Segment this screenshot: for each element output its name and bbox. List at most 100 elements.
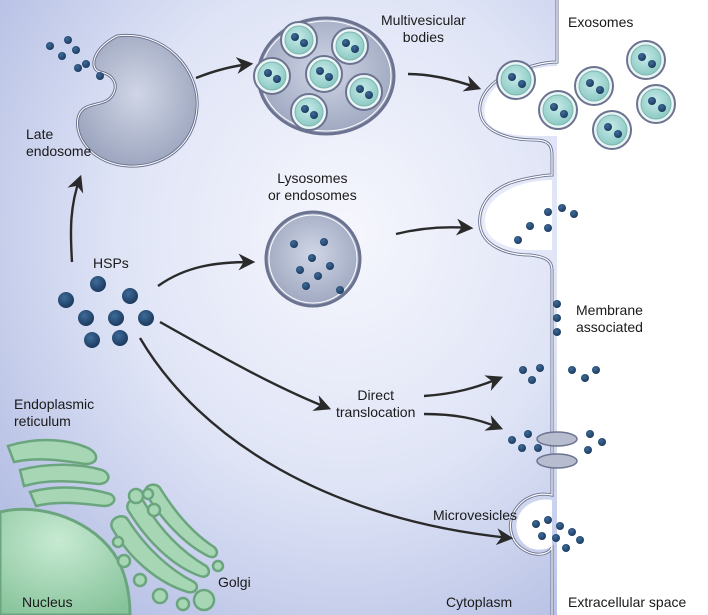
hsp-dot [584,446,592,454]
hsp-dot [508,436,516,444]
pathway-arrows [67,57,514,546]
hsp-dot [46,42,54,50]
hsp-dot [96,72,104,80]
label-membrane-associated: Membrane associated [576,302,643,335]
hsp-dot [524,430,532,438]
hsp-dot [536,364,544,372]
hsp-dot [598,438,606,446]
hsp-dot [576,536,584,544]
label-multivesicular-bodies: Multivesicular bodies [381,12,466,45]
hsp-dot [638,53,646,61]
hsp-dot [308,254,316,262]
nucleus-shape [0,507,132,615]
hsp-dot [519,366,527,374]
hsp-dot [316,67,324,75]
hsp-dot [658,104,666,112]
hsp-dot [568,528,576,536]
hsp-dot [538,532,546,540]
hsp-dot [122,288,138,304]
hsp-dot [604,123,612,131]
hsp-dot [518,80,526,88]
hsp-dot [568,366,576,374]
label-lysosomes-or-endosomes: Lysosomes or endosomes [268,170,357,203]
hsp-dot [320,238,328,246]
arrow-to-exosomes [407,72,482,92]
label-late-endosome: Late endosome [26,126,92,159]
hsp-dot [562,544,570,552]
arrow-to-channel [423,412,504,431]
hsp-dot [570,210,578,218]
hsp-dot [90,276,106,292]
hsp-dot [356,85,364,93]
hsp-dot [560,110,568,118]
hsp-dot [264,69,272,77]
arrow-to-lysosome [157,253,256,287]
hsp-dot [342,39,350,47]
hsp-dot [314,272,322,280]
hsp-dot [72,46,80,54]
label-extracellular-space: Extracellular space [568,594,687,610]
membrane-channel-lower [536,453,578,469]
hsp-dot [592,366,600,374]
hsp-dot [550,103,558,111]
hsp-dot [58,292,74,308]
label-endoplasmic-reticulum: Endoplasmic reticulum [14,396,95,429]
hsp-dot [64,36,72,44]
hsp-dot [553,300,561,308]
label-hsps: HSPs [93,255,129,271]
arrow-to-direct-translocation [159,320,332,411]
endoplasmic-reticulum-shape [6,438,116,508]
hsp-dot [558,204,566,212]
hsp-dot [296,266,304,274]
hsp-dot [614,130,622,138]
hsp-dot [84,332,100,348]
hsp-dot [300,39,308,47]
hsp-dot [518,444,526,452]
hsp-dot [544,208,552,216]
hsp-dot [544,224,552,232]
arrow-to-late-endosome [67,174,84,263]
hsp-dot [108,310,124,326]
label-golgi: Golgi [218,574,251,590]
hsp-dot [302,282,310,290]
hsp-dot [78,310,94,326]
hsp-dot [74,64,82,72]
hsp-dot [290,240,298,248]
hsp-dot [325,73,333,81]
arrow-to-mvb [195,57,254,80]
hsp-dot [581,374,589,382]
hsp-dot [553,314,561,322]
hsp-dot [365,91,373,99]
hsp-dot [534,444,542,452]
label-nucleus: Nucleus [22,594,73,610]
hsp-dot [508,73,516,81]
hsp-dot [82,60,90,68]
hsp-dot [326,262,334,270]
membrane-channel-upper [536,431,578,447]
arrow-to-membrane-release [423,375,504,398]
label-cytoplasm: Cytoplasm [446,594,513,610]
hsp-dot [351,45,359,53]
hsp-dot [291,33,299,41]
hsp-dot [586,430,594,438]
extracellular-region [557,0,708,615]
hsp-dot [532,520,540,528]
hsp-dot [138,310,154,326]
arrow-to-secretion [395,218,474,236]
hsp-dot [586,79,594,87]
hsp-dot [528,376,536,384]
label-direct-translocation: Direct translocation [336,387,416,420]
hsp-dot [544,516,552,524]
label-microvesicles: Microvesicles [433,507,518,523]
hsp-dot [553,328,561,336]
hsp-dot [648,97,656,105]
label-exosomes: Exosomes [568,14,634,30]
hsp-dot [112,330,128,346]
hsp-dot [552,534,560,542]
hsp-dot [58,52,66,60]
hsp-dot [514,236,522,244]
hsp-dot [596,86,604,94]
golgi-shape [110,483,225,612]
